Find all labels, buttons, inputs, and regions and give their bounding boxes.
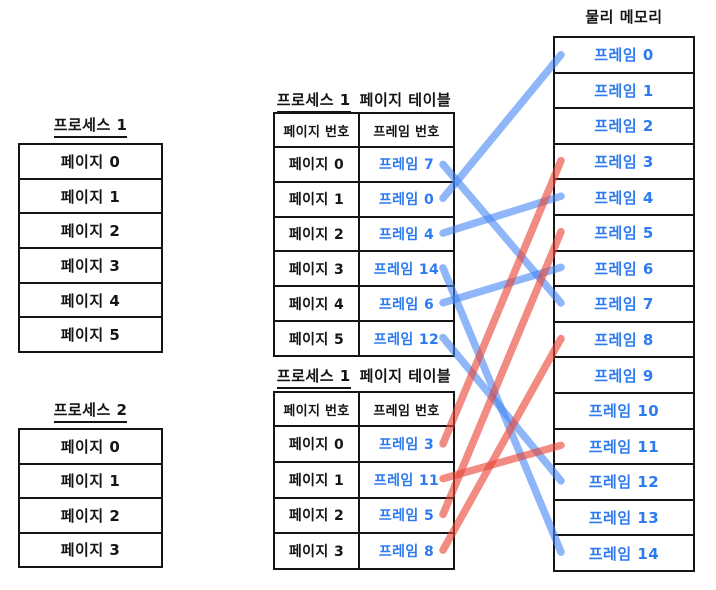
frame-cell: 프레임 12	[555, 463, 693, 499]
process2-page-cell: 페이지 3	[20, 531, 161, 567]
frame-number-cell: 프레임 8	[378, 544, 435, 561]
table-row: 페이지 4 프레임 6	[275, 285, 453, 321]
page-number-cell: 페이지 3	[275, 252, 360, 286]
process1-page-table: 페이지 번호 프레임 번호 페이지 0 프레임 7 페이지 1 프레임 0 페이지 2 프…	[273, 112, 455, 357]
page-number-cell: 페이지 1	[275, 182, 360, 216]
table1-title-suffix: 페이지 테이블	[359, 91, 452, 109]
mapping-line-process1-page2-frame4	[439, 192, 565, 237]
frame-cell: 프레임 9	[555, 356, 693, 392]
page-number-cell: 페이지 2	[275, 217, 360, 251]
frame-cell: 프레임 11	[555, 427, 693, 464]
table2-body: 페이지 0 프레임 3 페이지 1 프레임 11 페이지 2 프레임 5 페이지 3 프레임 …	[275, 427, 453, 568]
process2-page-table: 페이지 번호 프레임 번호 페이지 0 프레임 3 페이지 1 프레임 11 페이지 2…	[273, 391, 455, 570]
frame-cell: 프레임 5	[555, 213, 693, 250]
process1-page-cell: 페이지 3	[20, 247, 161, 282]
table1-header: 페이지 번호 프레임 번호	[275, 114, 453, 148]
page-number-cell: 페이지 0	[275, 148, 360, 181]
page-number-cell: 페이지 3	[275, 534, 360, 568]
page-number-cell: 페이지 4	[275, 287, 360, 321]
table2-col-page-header: 페이지 번호	[275, 393, 360, 425]
frame-cell: 프레임 10	[555, 391, 693, 428]
process1-page-cell: 페이지 0	[60, 152, 121, 171]
mapping-line-process1-page3-frame14	[439, 264, 565, 556]
frame-number-cell: 프레임 14	[373, 261, 440, 278]
table2-title-suffix: 페이지 테이블	[359, 367, 452, 385]
mapping-line-process1-page0-frame7	[439, 160, 565, 307]
frame-number-cell: 프레임 0	[378, 192, 435, 209]
process1-page-cell: 페이지 4	[20, 281, 161, 317]
table-row: 페이지 3 프레임 14	[275, 250, 453, 286]
frame-cell: 프레임 3	[555, 142, 693, 179]
frame-cell: 프레임 1	[555, 71, 693, 108]
frame-cell: 프레임 0	[594, 46, 654, 65]
table-row: 페이지 2 프레임 4	[275, 215, 453, 251]
process2-stack-title: 프로세스 2	[18, 399, 163, 423]
table2-title-process: 프로세스 1	[276, 365, 351, 389]
process1-stack-title: 프로세스 1	[18, 114, 163, 138]
frame-cell: 프레임 7	[555, 285, 693, 321]
frame-number-cell: 프레임 12	[373, 331, 440, 348]
table-row: 페이지 3 프레임 8	[275, 532, 453, 568]
process2-stack-title-text: 프로세스 2	[53, 399, 128, 423]
frame-number-cell: 프레임 3	[378, 436, 435, 453]
frame-number-cell: 프레임 4	[378, 227, 435, 244]
mapping-line-process1-page5-frame12	[439, 333, 565, 485]
frame-cell: 프레임 4	[555, 178, 693, 214]
page-number-cell: 페이지 5	[275, 322, 360, 355]
table1-title-process: 프로세스 1	[276, 89, 351, 113]
table1-col-frame-header: 프레임 번호	[373, 124, 440, 140]
page-number-cell: 페이지 1	[275, 462, 360, 497]
table-row: 페이지 0 프레임 3	[275, 427, 453, 461]
memory-title: 물리 메모리	[553, 6, 695, 27]
frame-cell: 프레임 8	[555, 320, 693, 357]
process1-page-cell: 페이지 5	[20, 316, 161, 351]
page-number-cell: 페이지 2	[275, 498, 360, 533]
frame-cell: 프레임 14	[555, 534, 693, 570]
table1-title: 프로세스 1 페이지 테이블	[266, 89, 462, 113]
table2-header: 페이지 번호 프레임 번호	[275, 393, 453, 427]
table2-title: 프로세스 1 페이지 테이블	[266, 365, 462, 389]
frame-number-cell: 프레임 7	[378, 157, 435, 174]
table2-col-frame-header: 프레임 번호	[373, 403, 440, 419]
table1-col-page-header: 페이지 번호	[275, 114, 360, 146]
mapping-line-process2-page1-frame11	[439, 441, 565, 483]
page-number-cell: 페이지 0	[275, 427, 360, 461]
mapping-line-process1-page1-frame0	[439, 51, 565, 202]
process1-page-cell: 페이지 2	[20, 212, 161, 247]
table-row: 페이지 1 프레임 11	[275, 460, 453, 497]
memory-title-text: 물리 메모리	[585, 8, 663, 26]
process1-page-cell: 페이지 1	[20, 177, 161, 213]
process1-stack-title-text: 프로세스 1	[53, 114, 128, 138]
process2-page-cell: 페이지 0	[60, 437, 121, 456]
process2-page-cell: 페이지 2	[20, 497, 161, 532]
mapping-line-process1-page4-frame6	[439, 263, 565, 307]
table-row: 페이지 5 프레임 12	[275, 320, 453, 355]
table1-body: 페이지 0 프레임 7 페이지 1 프레임 0 페이지 2 프레임 4 페이지 3 프레임 1…	[275, 148, 453, 355]
frame-cell: 프레임 13	[555, 498, 693, 535]
mapping-line-process2-page0-frame3	[439, 156, 565, 448]
table-row: 페이지 0 프레임 7	[275, 148, 453, 181]
table-row: 페이지 2 프레임 5	[275, 496, 453, 533]
table-row: 페이지 1 프레임 0	[275, 180, 453, 216]
frame-number-cell: 프레임 6	[378, 296, 435, 313]
frame-cell: 프레임 6	[555, 249, 693, 286]
process2-page-cell: 페이지 1	[20, 462, 161, 498]
frame-number-cell: 프레임 11	[373, 472, 440, 489]
frame-number-cell: 프레임 5	[378, 508, 435, 525]
frame-cell: 프레임 2	[555, 107, 693, 143]
